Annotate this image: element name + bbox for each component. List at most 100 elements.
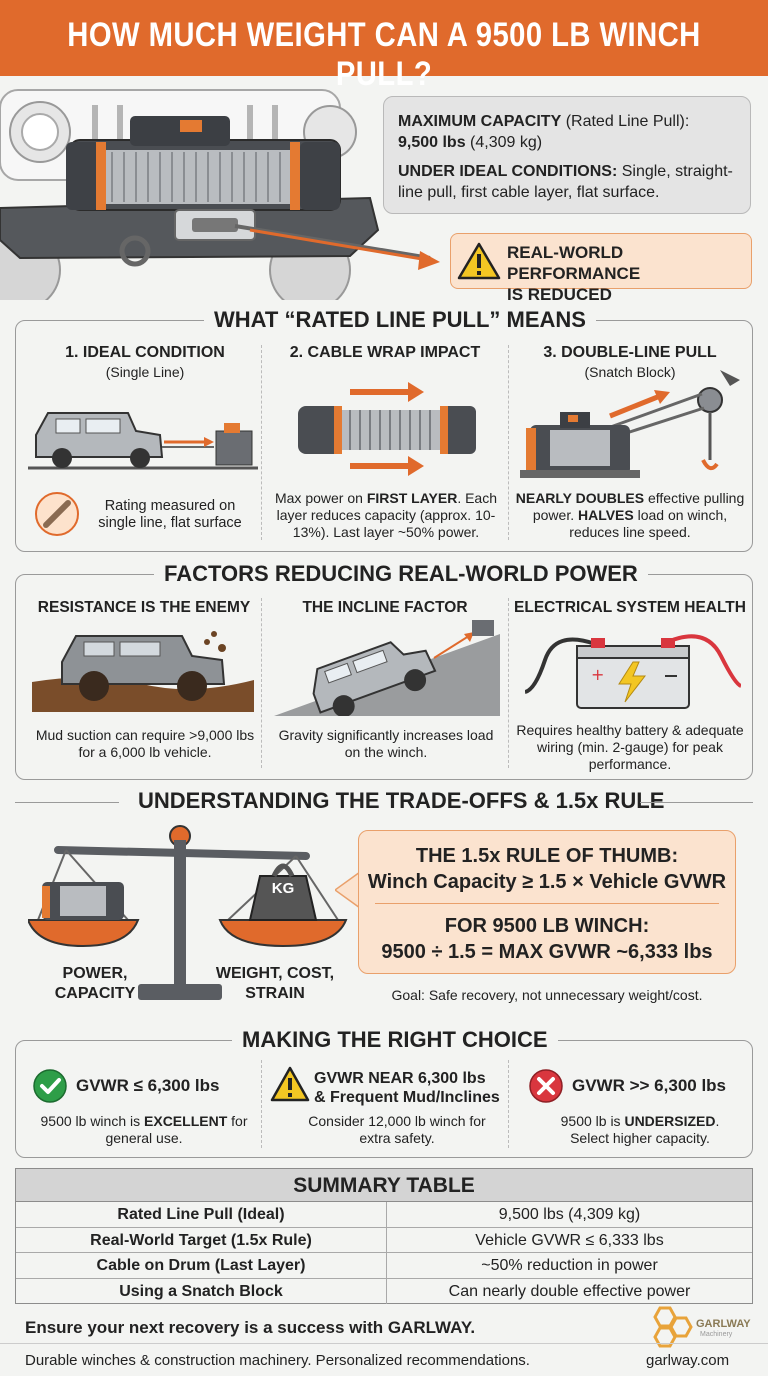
divider [508,1060,509,1148]
choice-over-desc-post: . Select higher capacity. [570,1113,720,1146]
factors-section-title: FACTORS REDUCING REAL-WORLD POWER [154,561,648,587]
rule-calc: 9500 ÷ 1.5 = MAX GVWR ~6,333 lbs [381,941,713,963]
factor-electrical-title: ELECTRICAL SYSTEM HEALTH [514,599,746,616]
shackle [119,235,151,267]
tradeoffs-section-title: UNDERSTANDING THE TRADE-OFFS & 1.5x RULE [128,788,675,814]
choice-near-heading: GVWR NEAR 6,300 lbs & Frequent Mud/Incli… [314,1069,500,1107]
cross-icon [529,1069,563,1103]
max-capacity-label: MAXIMUM CAPACITY [398,113,562,130]
mud-jeep-illustration [32,631,254,712]
goal-text: Goal: Safe recovery, not unnecessary wei… [391,987,703,1003]
double-line-desc-b1: NEARLY DOUBLES [515,490,645,506]
footer-tagline: Durable winches & construction machinery… [25,1352,530,1369]
warning-line2: IS REDUCED [507,285,612,304]
max-capacity-value: 9,500 lbs [398,134,466,151]
footer-divider [0,1343,768,1344]
table-cell: Real-World Target (1.5x Rule) [90,1231,312,1249]
factor-incline-title: THE INCLINE FACTOR [302,599,468,616]
capacity-info-box: MAXIMUM CAPACITY (Rated Line Pull): 9,50… [383,96,751,214]
col-ideal-desc-line1: Rating measured on [104,498,236,514]
max-capacity-metric: (4,309 kg) [465,134,543,151]
col-ideal-desc-line2: single line, flat surface [98,515,242,531]
garlway-logo-name: GARLWAY [696,1318,751,1330]
cable-drum-illustration [298,382,476,476]
rule-title: THE 1.5x RULE OF THUMB: [415,845,679,867]
summary-table: SUMMARY TABLE Rated Line Pull (Ideal) 9,… [15,1168,753,1304]
cable-wrap-desc-pre: Max power on [274,490,367,506]
table-row: Rated Line Pull (Ideal) 9,500 lbs (4,309… [16,1202,752,1228]
scale-right-label-line1: WEIGHT, COST, [215,965,335,982]
choice-ok-heading: GVWR ≤ 6,300 lbs [76,1076,220,1095]
warning-icon [457,242,501,280]
table-cell: Using a Snatch Block [119,1282,283,1300]
jeep-single-line-illustration [28,412,258,470]
col-cable-wrap-desc: Max power on FIRST LAYER. Each layer red… [268,490,504,541]
choice-near-desc: Consider 12,000 lb winch for extra safet… [308,1113,486,1146]
max-capacity-suffix: (Rated Line Pull): [561,113,690,130]
choice-ok-desc-bold: EXCELLENT [144,1113,228,1129]
scale-right-label-line2: STRAIN [245,985,305,1002]
footer-url[interactable]: garlway.com [646,1352,730,1369]
table-cell: Can nearly double effective power [386,1278,752,1304]
garlway-logo-icon [653,1306,693,1348]
col-ideal-sub: (Single Line) [105,364,185,380]
factor-resistance-title: RESISTANCE IS THE ENEMY [37,599,251,616]
ideal-conditions-label: UNDER IDEAL CONDITIONS: [398,163,618,180]
scale-left-label-line1: POWER, [62,965,128,982]
winch-hero-illustration [0,89,440,300]
table-cell: Cable on Drum (Last Layer) [96,1257,306,1274]
divider [261,345,262,540]
check-icon [33,1069,67,1103]
choice-near-heading-line2: & Frequent Mud/Inclines [314,1089,500,1106]
table-cell: ~50% reduction in power [386,1253,752,1278]
footer-cta: Ensure your next recovery is a success w… [25,1318,476,1337]
incline-jeep-illustration [274,620,500,716]
table-cell: Rated Line Pull (Ideal) [117,1206,285,1223]
battery-illustration: + [525,634,741,709]
garlway-logo-sub: Machinery [700,1331,733,1338]
rule-of-thumb-box: THE 1.5x RULE OF THUMB: Winch Capacity ≥… [358,830,736,974]
warning-line1: REAL-WORLD PERFORMANCE [507,243,641,283]
scale-left-label: POWER, CAPACITY [30,964,160,1004]
double-line-desc-b2: HALVES [577,507,634,523]
page-title: HOW MUCH WEIGHT CAN A 9500 LB WINCH PULL… [67,16,701,93]
factor-incline-desc: Gravity significantly increases load on … [278,727,494,760]
col-double-line-desc: NEARLY DOUBLES effective pulling power. … [512,490,748,541]
choice-ok-desc-pre: 9500 lb winch is [40,1113,145,1129]
weight-label: KG [271,880,295,897]
scale-right-label: WEIGHT, COST, STRAIN [205,964,345,1004]
caution-icon [270,1066,310,1102]
table-row: Cable on Drum (Last Layer) ~50% reductio… [16,1253,752,1279]
choice-ok-desc: 9500 lb winch is EXCELLENT for general u… [30,1113,258,1147]
table-row: Real-World Target (1.5x Rule) Vehicle GV… [16,1227,752,1253]
col-ideal-title: 1. IDEAL CONDITION [65,344,225,361]
cable-wrap-desc-bold: FIRST LAYER [366,490,458,506]
rule-line [15,802,119,803]
table-cell: 9,500 lbs (4,309 kg) [386,1202,752,1227]
factor-electrical-desc: Requires healthy battery & adequate wiri… [516,722,744,772]
col-double-line-title: 3. DOUBLE-LINE PULL [543,344,717,361]
choice-ok-desc-post: for general use. [105,1113,248,1146]
svg-text:+: + [591,665,604,684]
choice-over-desc: 9500 lb is UNDERSIZED. Select higher cap… [540,1113,740,1147]
double-line-desc-t1: effective pulling power. [532,490,745,523]
double-line-desc-t2: load on winch, reduces line speed. [569,507,728,540]
choice-over-desc-bold: UNDERSIZED [624,1113,716,1129]
choice-over-desc-pre: 9500 lb is [560,1113,625,1129]
divider [508,345,509,540]
col-ideal-desc: Rating measured on single line, flat sur… [86,498,254,532]
summary-table-title: SUMMARY TABLE [16,1169,752,1202]
rule-for: FOR 9500 LB WINCH: [444,915,650,937]
balance-scale-illustration [28,825,348,1000]
rule-divider [375,903,719,904]
rated-section-title: WHAT “RATED LINE PULL” MEANS [204,307,596,333]
scale-left-label-line2: CAPACITY [54,985,136,1002]
col-double-line-sub: (Snatch Block) [584,364,676,380]
real-world-warning: REAL-WORLD PERFORMANCE IS REDUCED [450,233,752,304]
choice-section-title: MAKING THE RIGHT CHOICE [232,1027,558,1053]
snatch-block-illustration [520,370,740,478]
table-cell: Vehicle GVWR ≤ 6,333 lbs [386,1227,752,1252]
choice-over-heading: GVWR >> 6,300 lbs [572,1076,727,1095]
ideal-conditions-text: Single, straight-line pull, first cable … [398,163,733,201]
factor-resistance-desc: Mud suction can require >9,000 lbs for a… [35,727,255,760]
